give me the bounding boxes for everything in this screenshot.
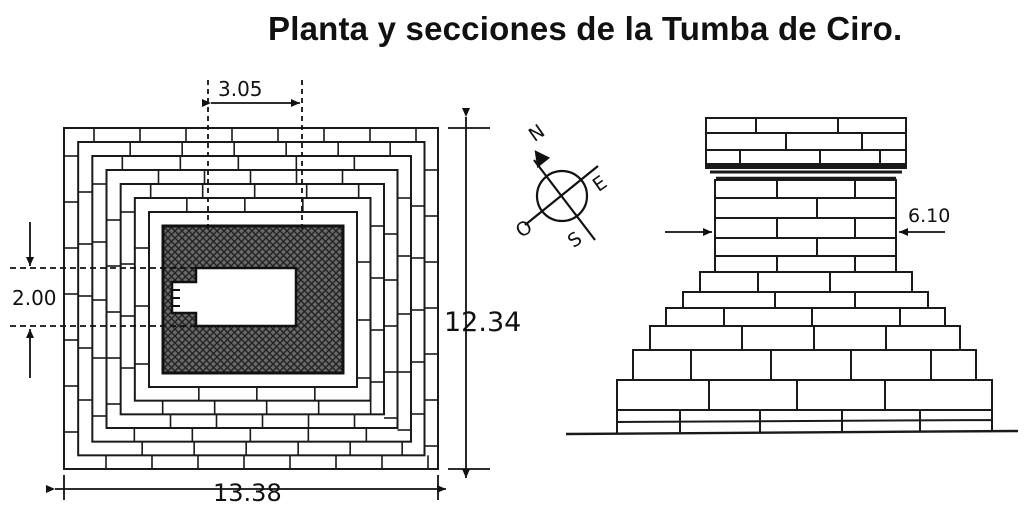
compass-east-label: E [589, 172, 611, 197]
plan-view [63, 127, 439, 470]
plan-ring-0 [63, 127, 439, 470]
plan-ring-5 [133, 197, 372, 402]
plan-ring-6 [148, 211, 358, 388]
plinth-step-1 [682, 291, 929, 309]
section-width-label: 6.10 [908, 205, 950, 227]
bottom-width-label: 13.38 [213, 479, 282, 507]
plinth-step-5 [616, 379, 993, 411]
plinth-step-3 [649, 325, 961, 351]
plan-stone-joints [64, 128, 438, 469]
plinth-step-0 [699, 271, 913, 293]
chamber-wall-courses [715, 180, 896, 272]
roof-joints [739, 118, 881, 165]
page-title: Planta y secciones de la Tumba de Ciro. [268, 10, 903, 47]
plinth-steps [616, 271, 993, 433]
roof-block [705, 117, 907, 169]
plan-ring-2 [91, 155, 412, 443]
plinth-base [616, 410, 993, 433]
top-width-label: 3.05 [218, 77, 263, 101]
compass-north-south-line [533, 159, 596, 241]
plinth-step-4 [632, 349, 977, 381]
chamber-door-steps [172, 289, 180, 307]
left-width-label: 2.00 [12, 286, 57, 310]
compass-south-label: S [564, 228, 586, 253]
plan-ring-4 [119, 183, 386, 416]
plan-ring-3 [105, 169, 399, 429]
side-height-label: 12.34 [444, 307, 521, 338]
plan-ring-1 [77, 141, 426, 457]
plinth-step-2 [665, 307, 946, 327]
north-arrow-icon [534, 150, 551, 169]
plan-dimensions [10, 80, 490, 500]
plan-stepped-rings [63, 127, 439, 470]
burial-chamber-room [170, 266, 298, 328]
section-view [565, 117, 1019, 436]
compass-rose [524, 150, 599, 241]
compass-east-west-line [524, 165, 599, 226]
ground-line [565, 429, 1019, 436]
compass-north-label: N [525, 120, 549, 146]
chamber-walls [714, 179, 897, 273]
